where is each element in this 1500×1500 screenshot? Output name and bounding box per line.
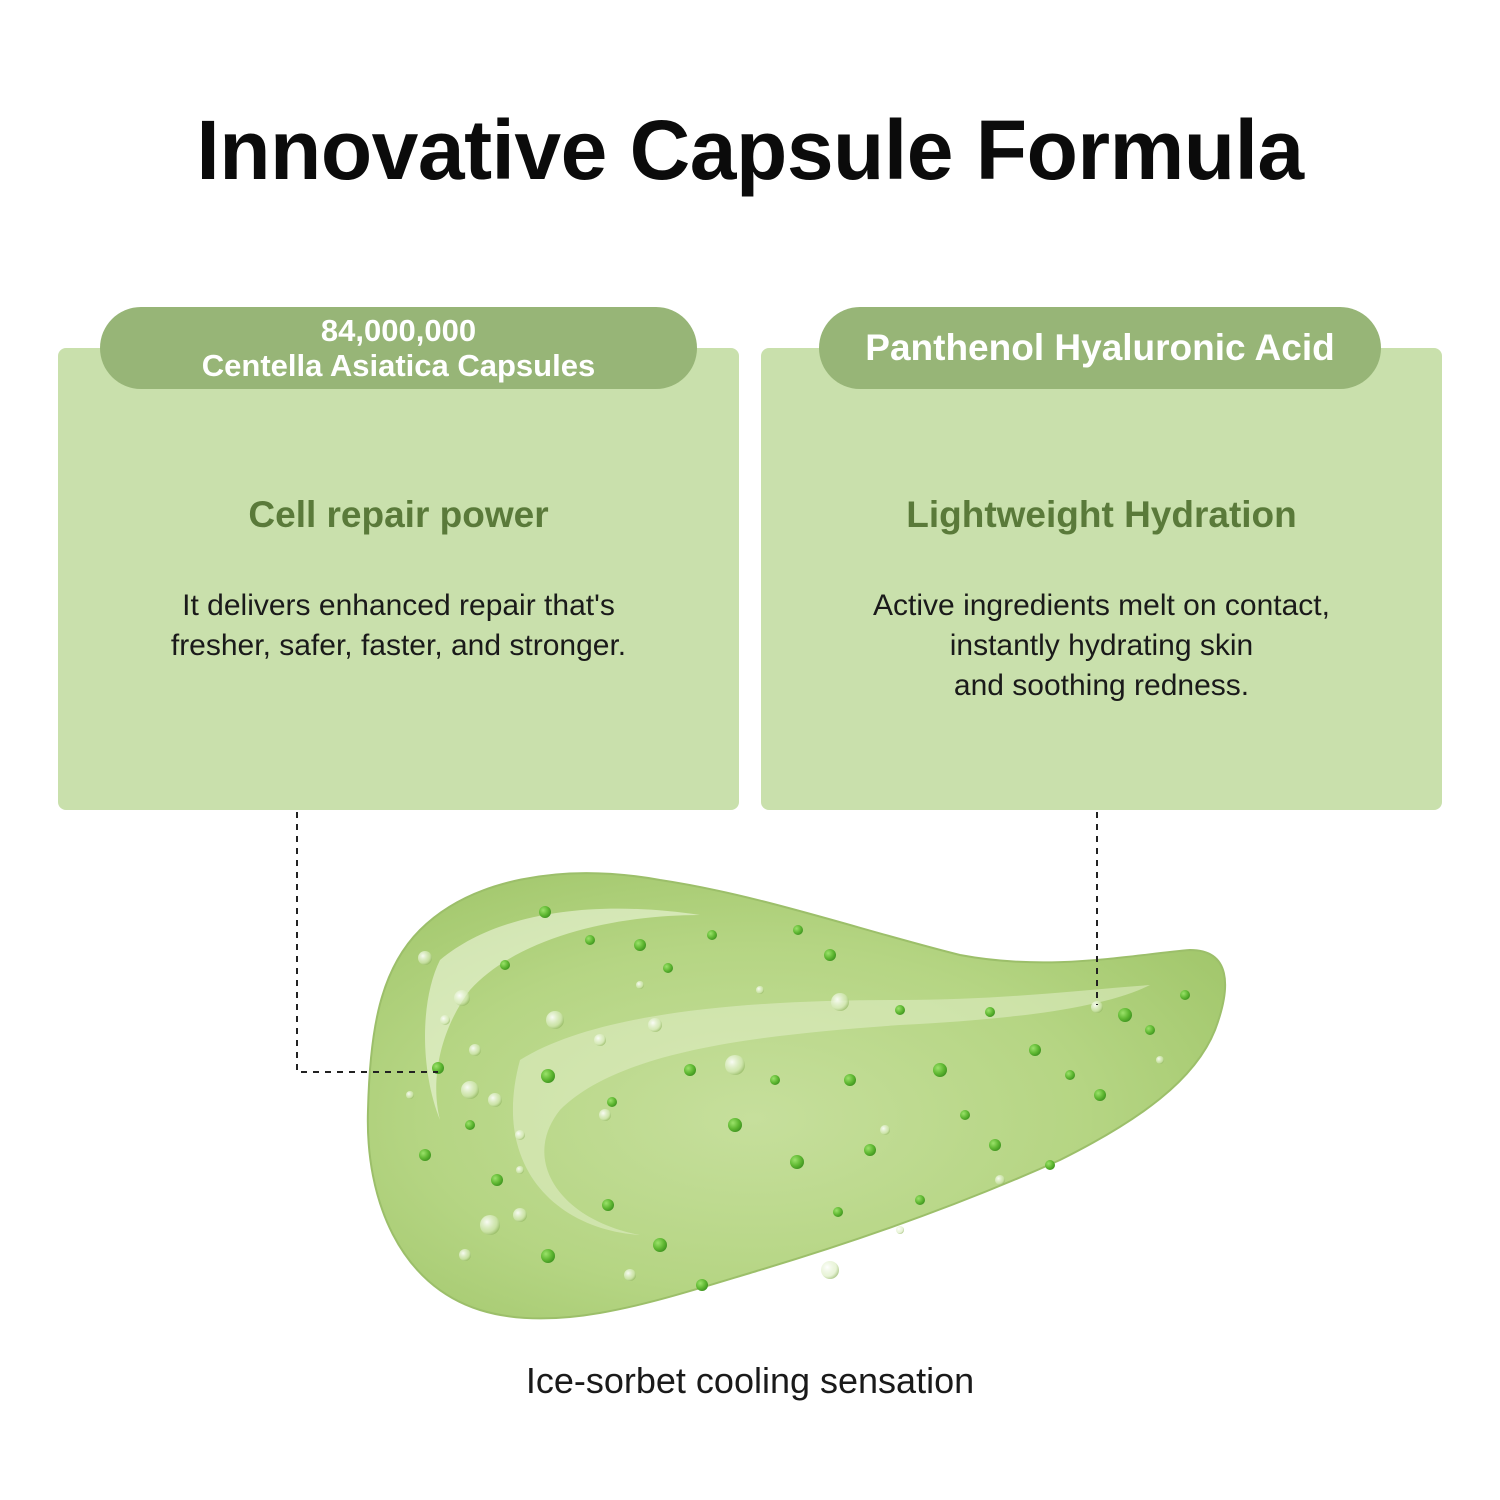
description-line: and soothing redness. — [953, 669, 1250, 702]
description-line: fresher, safer, faster, and stronger. — [170, 629, 627, 662]
card-heading-hydration: Lightweight Hydration — [906, 494, 1297, 535]
gel-swatch-shape — [366, 872, 1226, 1320]
badge-line: Centella Asiatica Capsules — [201, 348, 596, 383]
connector-centella — [296, 812, 438, 1073]
ingredient-card-centella — [58, 348, 739, 810]
page-title: Innovative Capsule Formula — [196, 103, 1304, 197]
swatch-caption: Ice-sorbet cooling sensation — [525, 1360, 975, 1401]
gel-highlight — [425, 908, 700, 1120]
capsule-dots — [419, 906, 1190, 1291]
badge-line: 84,000,000 — [320, 313, 477, 348]
bubble-dots — [406, 951, 1164, 1281]
badge-line: Panthenol Hyaluronic Acid — [865, 327, 1335, 368]
connector-lines — [296, 812, 1098, 1073]
card-description-hydration: Active ingredients melt on contact, inst… — [761, 586, 1442, 706]
ingredient-card-panthenol — [761, 348, 1442, 810]
description-line: instantly hydrating skin — [949, 629, 1254, 662]
card-heading-cell-repair: Cell repair power — [248, 494, 549, 535]
card-description-cell-repair: It delivers enhanced repair that's fresh… — [58, 586, 739, 666]
badge-centella-capsules: 84,000,000 Centella Asiatica Capsules — [100, 307, 697, 389]
badge-panthenol-hyaluronic-acid: Panthenol Hyaluronic Acid — [819, 307, 1381, 389]
description-line: Active ingredients melt on contact, — [873, 589, 1330, 622]
description-line: It delivers enhanced repair that's — [182, 589, 615, 622]
gel-sheen — [512, 985, 1150, 1235]
